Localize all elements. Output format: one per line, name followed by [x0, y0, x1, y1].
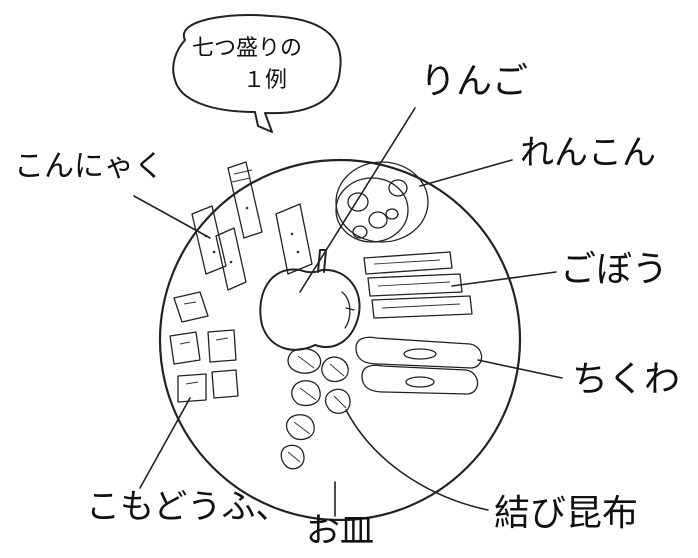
label-plate: お皿 [306, 511, 374, 551]
leader-line-burdock [451, 271, 557, 287]
bubble-text-line2: １例 [243, 68, 288, 93]
chikuwa-drawing [355, 336, 483, 395]
leader-line-lotus-root [419, 159, 513, 187]
leader-line-konbu [345, 409, 489, 511]
plate-circle [158, 158, 522, 522]
label-apple: りんご [420, 61, 529, 102]
konnyaku-drawing [191, 161, 313, 291]
label-konnyaku: こんにゃく [14, 149, 164, 184]
konbu-drawing [280, 347, 351, 470]
bubble-text-line1: 七つ盛りの [192, 36, 303, 61]
leader-line-apple [299, 107, 416, 293]
label-konbu: 結び昆布 [494, 493, 639, 534]
lotus-root-drawing [335, 161, 429, 243]
burdock-drawing [363, 251, 473, 319]
leader-line-koya-tofu [139, 397, 191, 489]
label-lotus-root: れんこん [520, 133, 656, 173]
label-chikuwa: ちくわ [572, 359, 681, 400]
label-koya-tofu: こもどうふ、 [86, 487, 290, 527]
leader-line-chikuwa [477, 359, 563, 379]
speech-bubble [172, 14, 342, 133]
leader-line-konnyaku [133, 195, 211, 239]
koya-tofu-drawing [169, 291, 239, 403]
label-burdock: ごぼう [560, 249, 669, 290]
